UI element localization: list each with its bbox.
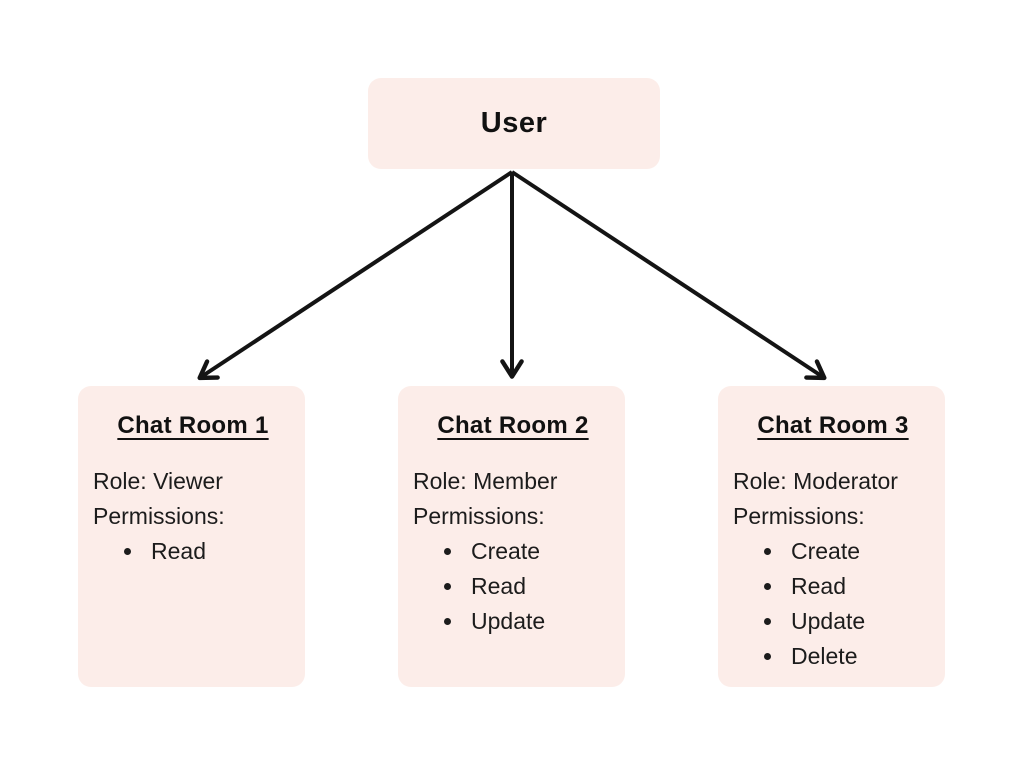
room-role: Role: Moderator xyxy=(733,468,898,494)
room-permissions-list: CreateReadUpdateDelete xyxy=(733,534,933,674)
node-chat-room-1: Chat Room 1 Role: Viewer Permissions: Re… xyxy=(78,386,305,687)
room-title: Chat Room 2 xyxy=(437,412,589,439)
room-permissions-label: Permissions: xyxy=(93,503,225,529)
node-user-label: User xyxy=(480,107,548,139)
edge-user-to-room1 xyxy=(197,170,514,381)
permission-item: Update xyxy=(465,604,613,639)
room-permissions-label: Permissions: xyxy=(413,503,545,529)
room-permissions-list: CreateReadUpdate xyxy=(413,534,613,639)
permission-item: Read xyxy=(465,569,613,604)
permission-item: Update xyxy=(785,604,933,639)
room-role: Role: Viewer xyxy=(93,468,223,494)
permission-item: Delete xyxy=(785,639,933,674)
permission-item: Create xyxy=(465,534,613,569)
node-chat-room-2: Chat Room 2 Role: Member Permissions: Cr… xyxy=(398,386,625,687)
edge-user-to-room3 xyxy=(510,170,827,381)
room-title: Chat Room 3 xyxy=(757,412,909,439)
permission-item: Read xyxy=(785,569,933,604)
permission-item: Read xyxy=(145,534,293,569)
room-role: Role: Member xyxy=(413,468,558,494)
room-title: Chat Room 1 xyxy=(117,412,269,439)
permission-item: Create xyxy=(785,534,933,569)
node-user: User xyxy=(368,78,660,169)
node-chat-room-3: Chat Room 3 Role: Moderator Permissions:… xyxy=(718,386,945,687)
room-permissions-label: Permissions: xyxy=(733,503,865,529)
room-permissions-list: Read xyxy=(93,534,293,569)
